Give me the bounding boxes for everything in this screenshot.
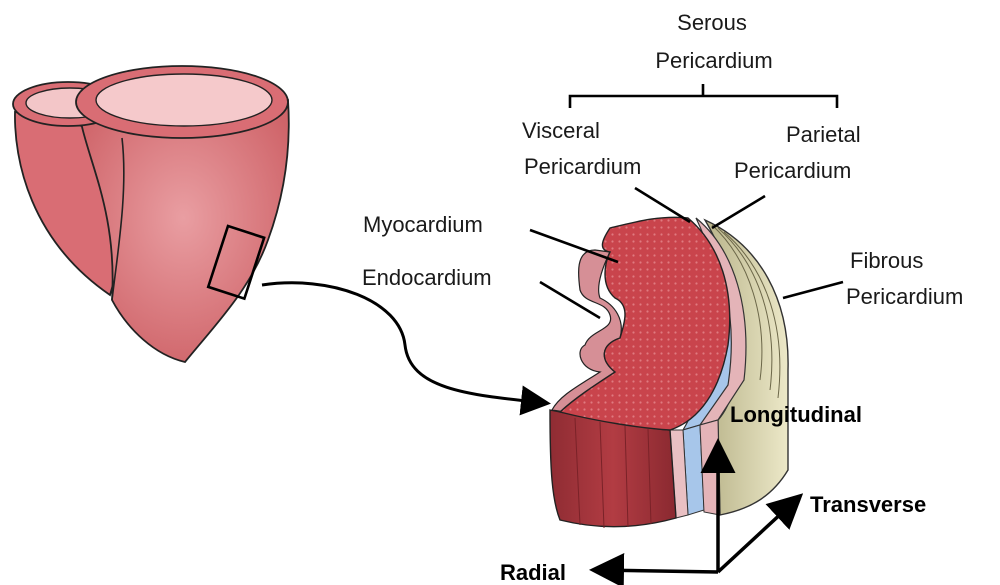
- visceral-label-line1: Visceral: [522, 118, 600, 143]
- fibrous-leader: [783, 282, 843, 298]
- visceral-leader: [635, 188, 690, 222]
- endocardium-label: Endocardium: [362, 265, 492, 290]
- transverse-axis-label: Transverse: [810, 492, 926, 517]
- parietal-label-line1: Parietal: [786, 122, 861, 147]
- longitudinal-axis-label: Longitudinal: [730, 402, 862, 427]
- serous-label-line1: Serous: [677, 10, 747, 35]
- myocardium-label: Myocardium: [363, 212, 483, 237]
- radial-axis-arrow: [596, 570, 718, 572]
- fibrous-label-line2: Pericardium: [846, 284, 963, 309]
- left-ventricle: [78, 100, 289, 362]
- serous-bracket: [570, 84, 837, 108]
- parietal-leader: [712, 196, 765, 228]
- heart-wall-tissue-block: [550, 217, 788, 528]
- serous-label-line2: Pericardium: [655, 48, 772, 73]
- parietal-label-line2: Pericardium: [734, 158, 851, 183]
- heart-illustration: [13, 66, 289, 362]
- radial-axis-label: Radial: [500, 560, 566, 585]
- fibrous-label-line1: Fibrous: [850, 248, 923, 273]
- zoom-connector-arrow: [262, 283, 545, 403]
- visceral-label-line2: Pericardium: [524, 154, 641, 179]
